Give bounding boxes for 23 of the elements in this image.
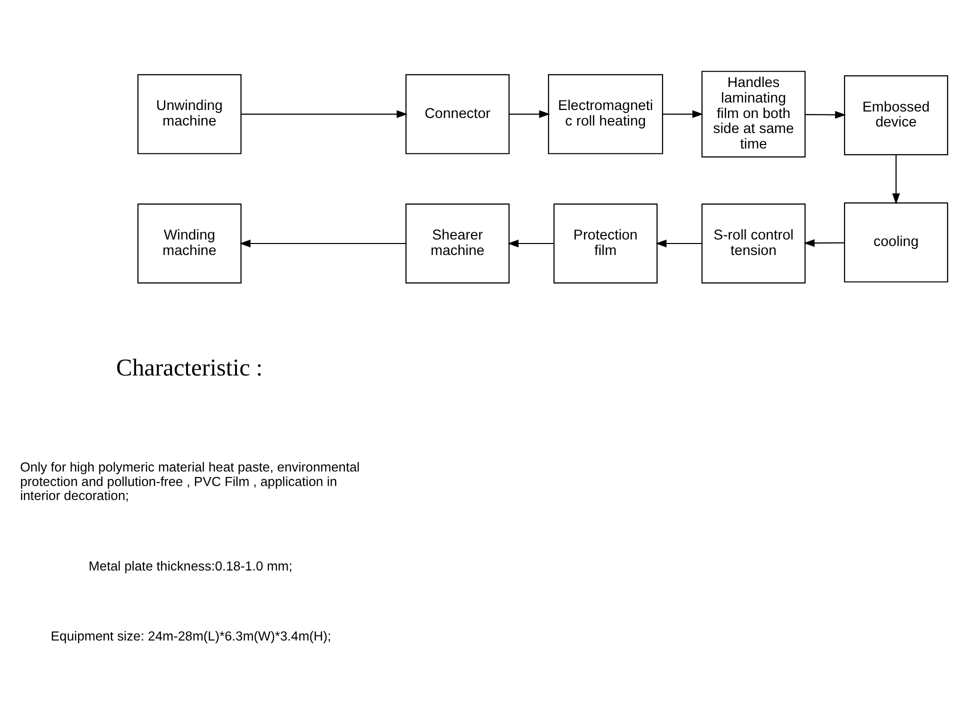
node-box: Shearer machine bbox=[405, 204, 510, 284]
node-box: cooling bbox=[844, 202, 948, 282]
label: Metal plate thickness:0.18-1.0 mm; bbox=[88, 558, 292, 574]
arrow bbox=[509, 110, 550, 118]
node-box: Winding machine bbox=[137, 204, 242, 284]
label: Only for high polymeric material heat paste, environmental protection and pollution-free , PVC Film , application in interior decoration; bbox=[20, 460, 360, 504]
node-box: S-roll control tension bbox=[701, 204, 806, 284]
arrow bbox=[662, 110, 704, 118]
node-box: Handles laminating film on both side at same time bbox=[701, 70, 806, 158]
node-box: Embossed device bbox=[844, 75, 948, 156]
arrow bbox=[508, 240, 554, 248]
arrow bbox=[241, 110, 408, 118]
node-box: Unwinding machine bbox=[137, 74, 242, 154]
arrow bbox=[240, 240, 406, 248]
node-box: Protection film bbox=[553, 204, 658, 284]
arrow bbox=[656, 240, 702, 248]
arrow bbox=[804, 239, 844, 247]
node-box: Electromagnetic roll heating bbox=[548, 74, 664, 154]
arrow bbox=[892, 154, 900, 204]
label: Characteristic : bbox=[116, 356, 263, 382]
arrow bbox=[805, 110, 846, 119]
node-box: Connector bbox=[405, 74, 510, 154]
label: Equipment size: 24m-28m(L)*6.3m(W)*3.4m(H); bbox=[50, 628, 332, 644]
